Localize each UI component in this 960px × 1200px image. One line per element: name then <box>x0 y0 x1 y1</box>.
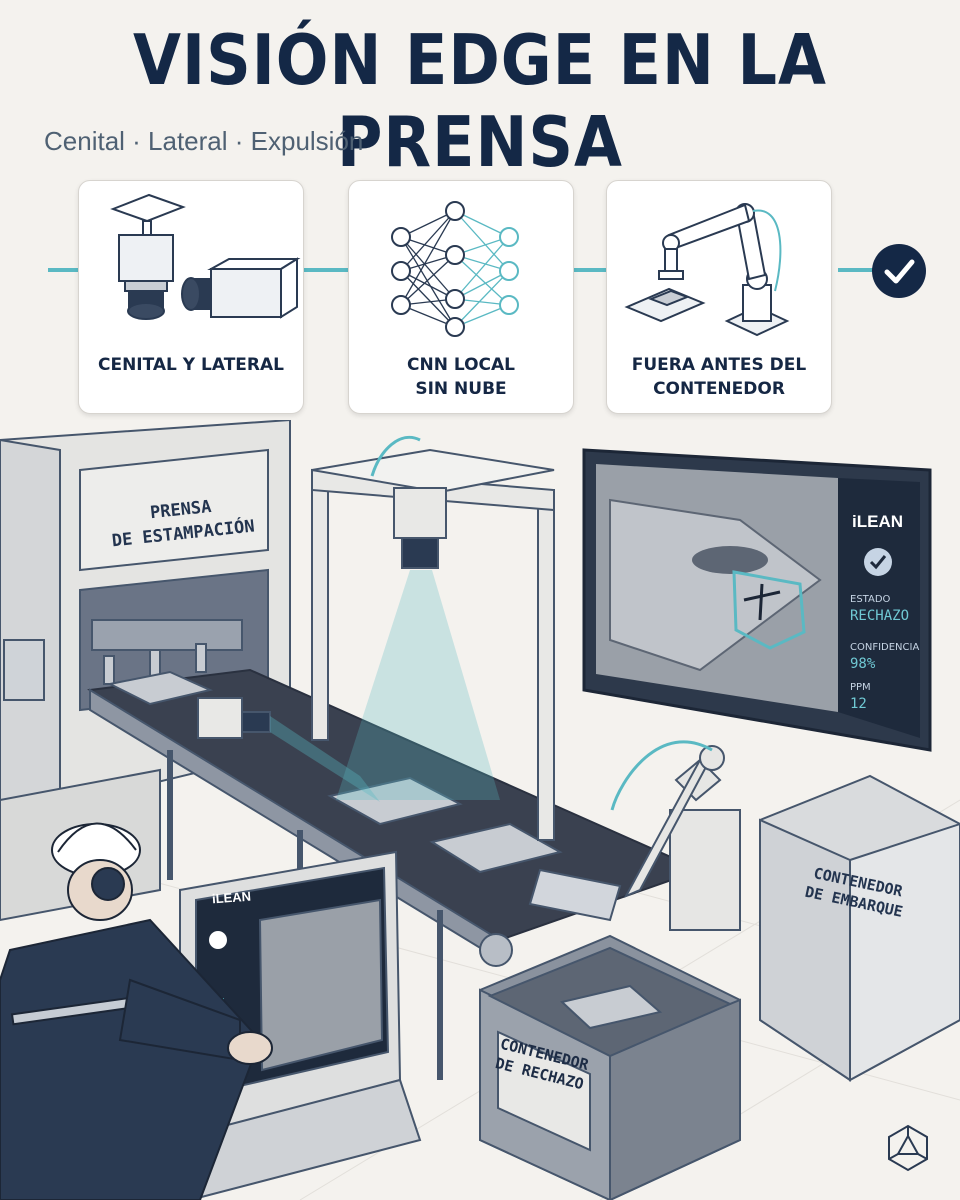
camera-icon <box>110 193 301 320</box>
hmi-brand: iLEAN <box>211 888 252 907</box>
inspection-monitor <box>582 448 932 752</box>
metric-label-status: ESTADO <box>850 594 891 605</box>
page-title: VISIÓN EDGE EN LA PRENSA <box>133 19 827 183</box>
reject-robot-arm <box>528 745 741 931</box>
brand-logo-icon <box>888 1124 928 1172</box>
check-icon <box>872 244 926 298</box>
flow-connector <box>562 268 608 272</box>
page-subtitle: Cenital · Lateral · Expulsión <box>44 126 364 156</box>
neural-network-icon <box>391 201 519 337</box>
reject-container <box>479 934 741 1200</box>
metric-value-status: RECHAZO <box>850 608 910 624</box>
side-camera-fov <box>270 716 380 802</box>
top-camera-fov <box>336 570 500 800</box>
monitor-brand: iLEAN <box>852 512 903 531</box>
factory-scene-illustration <box>0 420 960 1200</box>
step-label: CENITAL Y LATERAL <box>97 355 284 375</box>
metric-label-ppm: PPM <box>850 682 871 693</box>
robot-arm-icon <box>624 203 790 337</box>
metric-value-confidence: 98% <box>850 656 876 672</box>
shipping-container <box>759 774 960 1082</box>
flow-connector <box>302 268 348 272</box>
flow-connector <box>48 268 78 272</box>
metric-value-ppm: 12 <box>850 696 867 712</box>
metric-label-confidence: CONFIDENCIA <box>850 642 920 653</box>
flow-connector <box>838 268 874 272</box>
camera-gantry <box>311 448 555 841</box>
metal-part <box>106 670 563 874</box>
step-card-cameras: CENITAL Y LATERAL <box>78 180 304 414</box>
operator-worker <box>0 822 273 1200</box>
side-camera <box>197 697 271 739</box>
